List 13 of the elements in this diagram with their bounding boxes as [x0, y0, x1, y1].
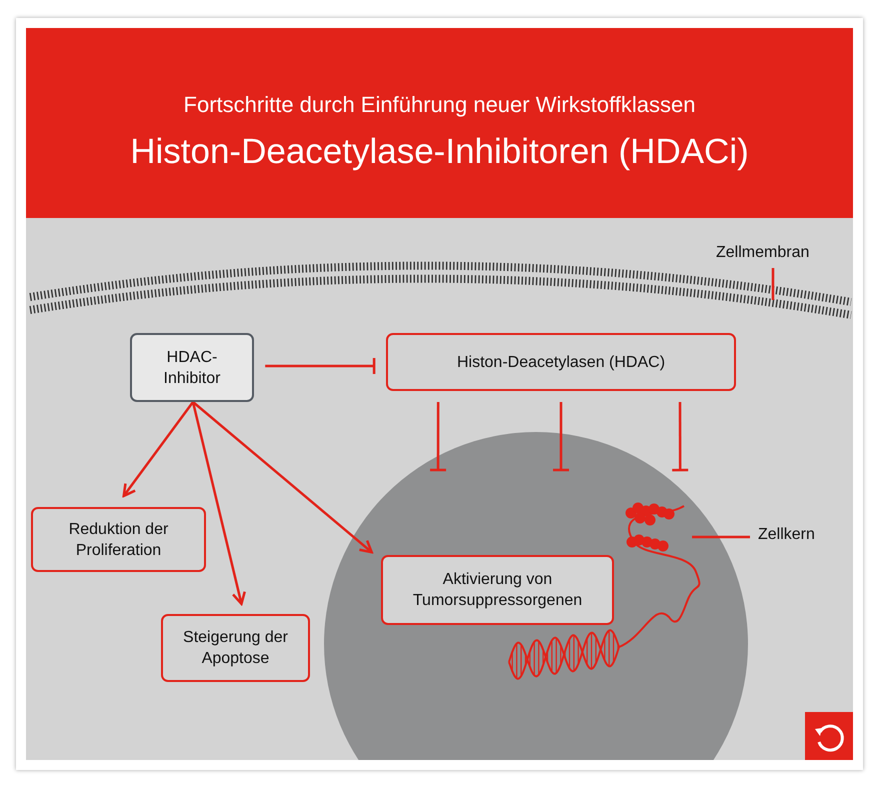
leader-line: [692, 536, 750, 538]
enzyme-box: Histon-Deacetylasen (HDAC): [386, 333, 736, 391]
subtitle: Fortschritte durch Einführung neuer Wirkstoffklassen: [182, 92, 696, 118]
arrow: [192, 402, 246, 606]
effect-box: Steigerung der Apoptose: [161, 614, 310, 682]
title: Histon-Deacetylase-Inhibitoren (HDACi): [129, 132, 750, 172]
arrow: [192, 401, 373, 554]
arrow: [122, 401, 194, 498]
inhibitor-box: HDAC-Inhibitor: [130, 333, 254, 402]
nucleus-label: Zellkern: [758, 526, 838, 548]
effect-box: Reduktion der Proliferation: [31, 507, 206, 572]
effect-box: Aktivierung von Tumorsuppressorgenen: [381, 555, 614, 625]
membrane-label: Zellmembran: [716, 244, 834, 266]
